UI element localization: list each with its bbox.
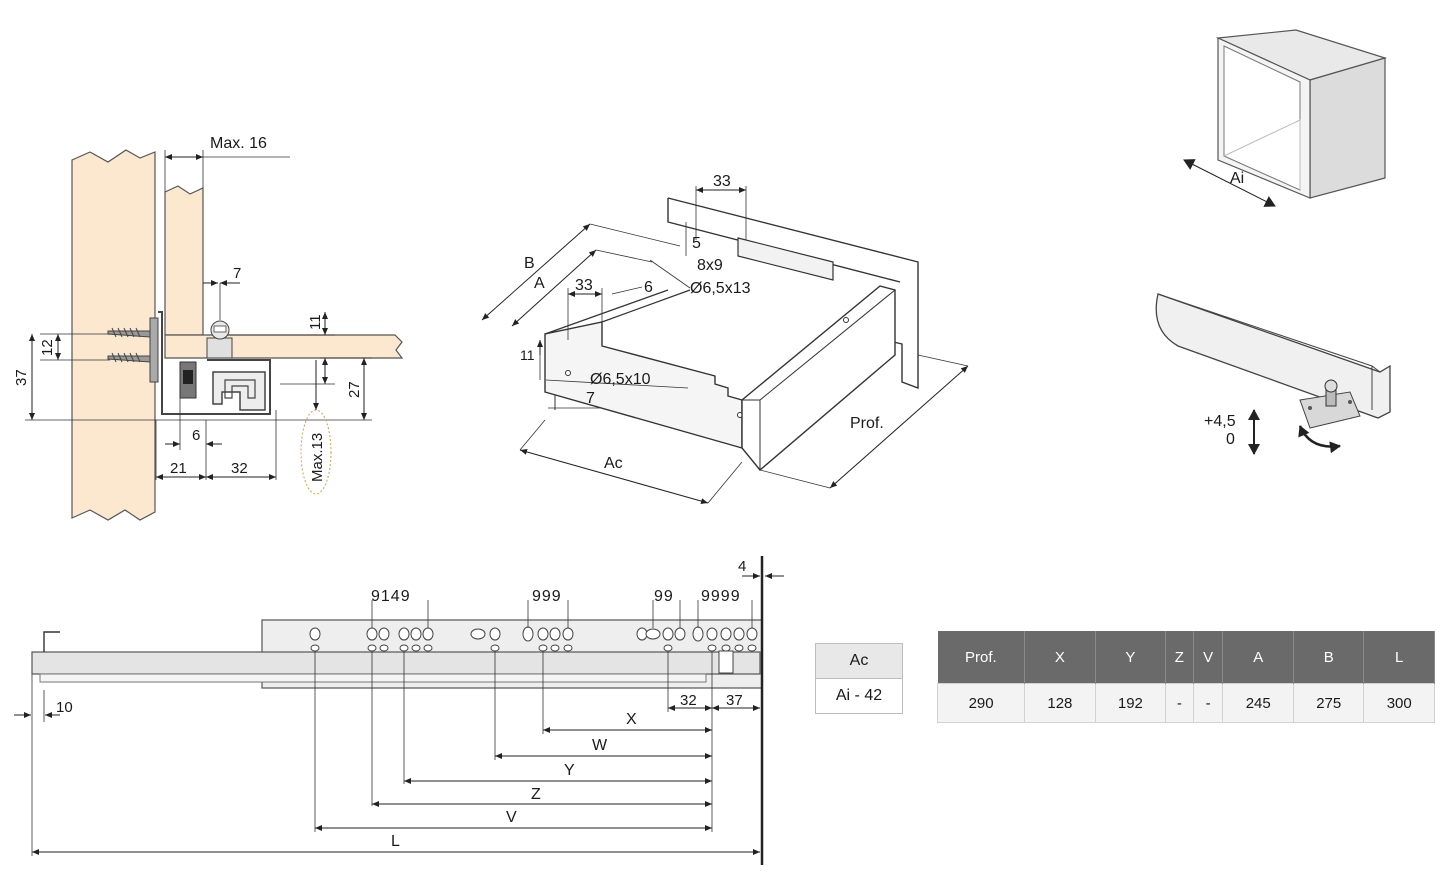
spec-header-prof: Prof. — [937, 631, 1026, 684]
holes-99-label: 99 — [654, 588, 674, 605]
holes-9149-label: 9149 — [371, 588, 411, 605]
spec-header-a: A — [1222, 631, 1294, 684]
dim-37-label: 37 — [726, 692, 743, 709]
ac-formula-table: Ac Ai - 42 — [815, 643, 903, 714]
dim-max13-label: Max.13 — [309, 433, 326, 482]
dim-32-label: 32 — [231, 460, 248, 477]
spec-header-x: X — [1024, 631, 1096, 684]
spec-cell-prof: 290 — [936, 683, 1026, 723]
dim-11-label: 11 — [520, 347, 535, 363]
ac-table-value: Ai - 42 — [815, 678, 903, 714]
spec-cell-a: 245 — [1222, 683, 1294, 723]
spec-table-header-row: Prof. X Y Z V A B L — [937, 631, 1435, 684]
drawer-bottom-panel — [164, 334, 404, 359]
spec-header-z: Z — [1165, 631, 1194, 684]
dim-11-label: 11 — [307, 314, 324, 330]
spec-header-v: V — [1193, 631, 1224, 684]
mounting-holes — [309, 626, 758, 652]
dim-8x9-label: 8x9 — [697, 257, 723, 274]
dim-7-label: 7 — [233, 265, 241, 282]
dim-L-label: L — [391, 833, 400, 850]
ac-table-header: Ac — [815, 643, 903, 679]
dimension-spec-table: Prof. X Y Z V A B L 290 128 192 - - 245 … — [936, 631, 1435, 723]
dim-X-label: X — [626, 711, 637, 728]
holes-9999-label: 9999 — [701, 588, 741, 605]
dim-33-label: 33 — [575, 277, 593, 294]
cabinet-illustration: Ai — [1183, 29, 1388, 207]
spec-cell-y: 192 — [1094, 683, 1167, 723]
cabinet-side-panel — [71, 149, 156, 521]
runner-profile — [158, 311, 271, 415]
spec-cell-z: - — [1165, 683, 1194, 723]
dim-Y-label: Y — [564, 762, 575, 779]
dim-32-label: 32 — [680, 692, 697, 709]
dim-37-label: 37 — [13, 369, 30, 386]
dim-33-top-label: 33 — [713, 173, 731, 190]
dim-Z-label: Z — [531, 786, 541, 803]
dim-Prof-label: Prof. — [850, 415, 884, 432]
spec-table-row: 290 128 192 - - 245 275 300 — [936, 683, 1435, 723]
spec-cell-l: 300 — [1363, 683, 1435, 723]
dim-12-label: 12 — [39, 339, 56, 356]
spec-header-y: Y — [1095, 631, 1167, 684]
dim-6-label: 6 — [644, 279, 653, 296]
holes-999-label: 999 — [532, 588, 562, 605]
cabinet-ai-label: Ai — [1230, 170, 1244, 187]
hole-10-label: Ø6,5x10 — [590, 371, 651, 388]
spec-cell-b: 275 — [1292, 683, 1365, 723]
dim-6-label: 6 — [192, 427, 200, 444]
spec-cell-x: 128 — [1024, 683, 1096, 723]
dim-W-label: W — [592, 737, 608, 754]
dim-7-label: 7 — [586, 390, 595, 407]
dim-21-label: 21 — [170, 460, 187, 477]
hole-13-label: Ø6,5x13 — [690, 280, 751, 297]
screw-icon — [107, 317, 159, 383]
dim-10-label: 10 — [56, 699, 73, 716]
dim-Ac-label: Ac — [604, 455, 623, 472]
dim-B-label: B — [524, 255, 535, 272]
runner-adjust-detail: +4,5 0 — [1155, 293, 1391, 455]
dim-V-label: V — [506, 809, 517, 826]
dim-27-label: 27 — [346, 381, 363, 398]
drawer-isometric: 33 5 8x9 B A 33 6 Ø6,5x13 11 Ø6,5x10 7 A… — [481, 173, 969, 504]
dim-max16-label: Max. 16 — [210, 135, 267, 152]
spec-header-l: L — [1363, 631, 1435, 684]
dim-4-label: 4 — [738, 558, 746, 575]
spec-cell-v: - — [1192, 683, 1224, 723]
runner-elevation: 9149 999 99 9999 4 10 32 37 X W Y Z V L — [14, 556, 784, 865]
spec-header-b: B — [1293, 631, 1365, 684]
adjust-up-label: +4,5 — [1204, 413, 1236, 430]
adjust-zero-label: 0 — [1226, 431, 1235, 448]
cross-section-detail: Max. 16 7 11 12 37 27 6 21 32 Max.13 — [13, 135, 404, 521]
dim-5-label: 5 — [692, 235, 701, 252]
dim-A-label: A — [534, 275, 545, 292]
drawer-side-panel — [164, 185, 204, 336]
